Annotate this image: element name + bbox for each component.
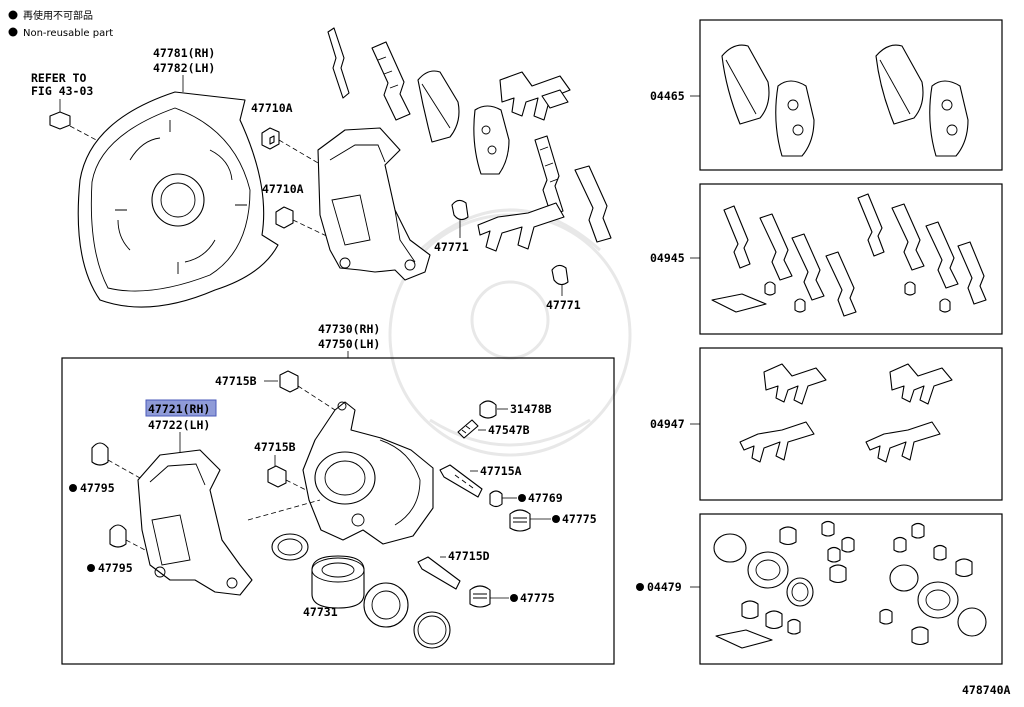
label-47547b: 47547B [488,423,530,437]
caliper-mounting-bracket[interactable] [317,127,431,281]
kit-04947-support-plates[interactable]: 04947 [650,347,1003,501]
label-47775-2: 47775 [520,591,555,605]
slide-pin-47715a[interactable]: 47715A [439,464,522,498]
label-47715d: 47715D [448,549,490,563]
legend: 再使用不可部品 Non-reusable part [8,9,113,39]
piston-ring[interactable] [413,611,451,649]
bleeder-cap-31478b[interactable]: 31478B [479,400,552,419]
legend-bullet-icon [8,10,18,20]
caliper-assembly-box [61,357,615,665]
boot-47775-lower[interactable]: 47775 [469,585,555,608]
slide-bolt-47715b-lower[interactable]: 47715B [254,440,311,493]
boot-47769[interactable]: 47769 [489,490,563,508]
highlight-47721 [145,399,217,417]
caliper-assembly-label[interactable]: 47730(RH) 47750(LH) [318,322,380,358]
caliper-body[interactable] [302,401,434,545]
label-47781: 47781(RH) [153,46,215,60]
cylinder-boot[interactable] [363,582,409,628]
label-04465: 04465 [650,89,685,103]
legend-text-jp: 再使用不可部品 [23,9,93,22]
label-47771-2: 47771 [546,298,581,312]
label-47795-1: 47795 [80,481,115,495]
label-47722: 47722(LH) [148,418,210,432]
bolt-47710a-lower[interactable]: 47710A [262,182,336,241]
label-47775-1: 47775 [562,512,597,526]
figure-code: 478740A [962,683,1011,697]
label-47771-1: 47771 [434,240,469,254]
label-31478b: 31478B [510,402,552,416]
bleeder-plug-47547b[interactable]: 47547B [457,419,530,439]
label-47715a: 47715A [480,464,522,478]
bolt-icon [49,111,71,130]
caliper-support-bracket[interactable]: 47721(RH) 47722(LH) [137,399,253,596]
anti-squeal-shims-top[interactable] [327,27,612,243]
label-47782: 47782(LH) [153,61,215,75]
label-04479: 04479 [647,580,682,594]
label-47730: 47730(RH) [318,322,380,336]
watermark-emblem [388,208,632,457]
label-47795-2: 47795 [98,561,133,575]
boot-47795-upper[interactable]: 47795 [69,442,141,495]
boot-47775-upper[interactable]: 47775 [509,509,597,532]
slide-pin-47715d[interactable]: 47715D [417,549,490,590]
label-47715b-2: 47715B [254,440,296,454]
pad-support-plates-top[interactable] [477,71,571,252]
bolt-47710a-upper[interactable]: 47710A [251,101,331,171]
kit-04479-seal-kit[interactable]: 04479 [636,513,1003,665]
boot-47795-lower[interactable]: 47795 [87,524,146,575]
piston-seal[interactable] [247,499,321,561]
label-47750: 47750(LH) [318,337,380,351]
refer-line1: REFER TO [31,71,86,85]
label-04947: 04947 [650,417,685,431]
label-47710a-1: 47710A [251,101,293,115]
slide-bolt-47715b-upper[interactable]: 47715B [215,370,336,411]
label-47721: 47721(RH) [148,402,210,416]
kit-04945-shims[interactable]: 04945 [650,183,1003,335]
piston-47731[interactable]: 47731 [303,555,365,619]
refer-line2: FIG 43-03 [31,84,93,98]
label-47731: 47731 [303,605,338,619]
refer-note[interactable]: REFER TO FIG 43-03 [31,71,101,143]
label-47715b-1: 47715B [215,374,257,388]
legend-bullet-icon [8,27,18,37]
kit-04465-brake-pads[interactable]: 04465 [650,19,1003,171]
label-47710a-2: 47710A [262,182,304,196]
legend-text-en: Non-reusable part [23,28,113,39]
clip-47771-right[interactable]: 47771 [546,264,581,312]
label-47769: 47769 [528,491,563,505]
label-04945: 04945 [650,251,685,265]
clip-47771-left[interactable]: 47771 [434,199,469,254]
dust-shield[interactable]: 47781(RH) 47782(LH) [77,46,279,308]
